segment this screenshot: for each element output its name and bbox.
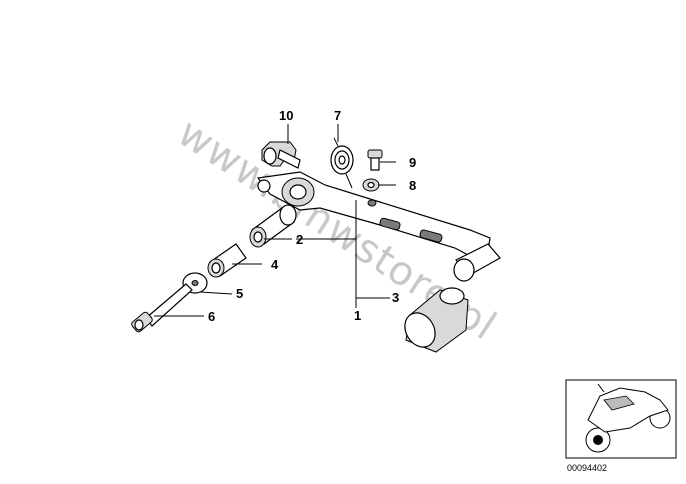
callout-10: 10 xyxy=(279,108,293,123)
leader-lines xyxy=(154,124,396,317)
document-number: 00094402 xyxy=(567,463,607,473)
part-10-clip[interactable] xyxy=(261,141,301,169)
part-1-shift-lever[interactable] xyxy=(256,171,491,257)
callout-9: 9 xyxy=(409,155,416,170)
callout-2: 2 xyxy=(296,232,303,247)
motorcycle-thumbnail[interactable] xyxy=(565,379,677,459)
part-2-bushing[interactable] xyxy=(249,204,297,248)
callout-5: 5 xyxy=(236,286,243,301)
callout-6: 6 xyxy=(208,309,215,324)
callout-8: 8 xyxy=(409,178,416,193)
part-7-spring[interactable] xyxy=(330,137,354,189)
motorcycle-icon xyxy=(585,383,671,453)
callout-3: 3 xyxy=(392,290,399,305)
callout-4: 4 xyxy=(271,257,279,272)
callout-1: 1 xyxy=(354,308,361,323)
part-6-screw[interactable] xyxy=(130,283,193,333)
part-4-sleeve[interactable] xyxy=(207,243,247,278)
part-8-nut[interactable] xyxy=(362,178,380,192)
callout-7: 7 xyxy=(334,108,341,123)
part-3-foot-peg[interactable] xyxy=(399,243,501,353)
part-9-bolt[interactable] xyxy=(367,149,383,171)
